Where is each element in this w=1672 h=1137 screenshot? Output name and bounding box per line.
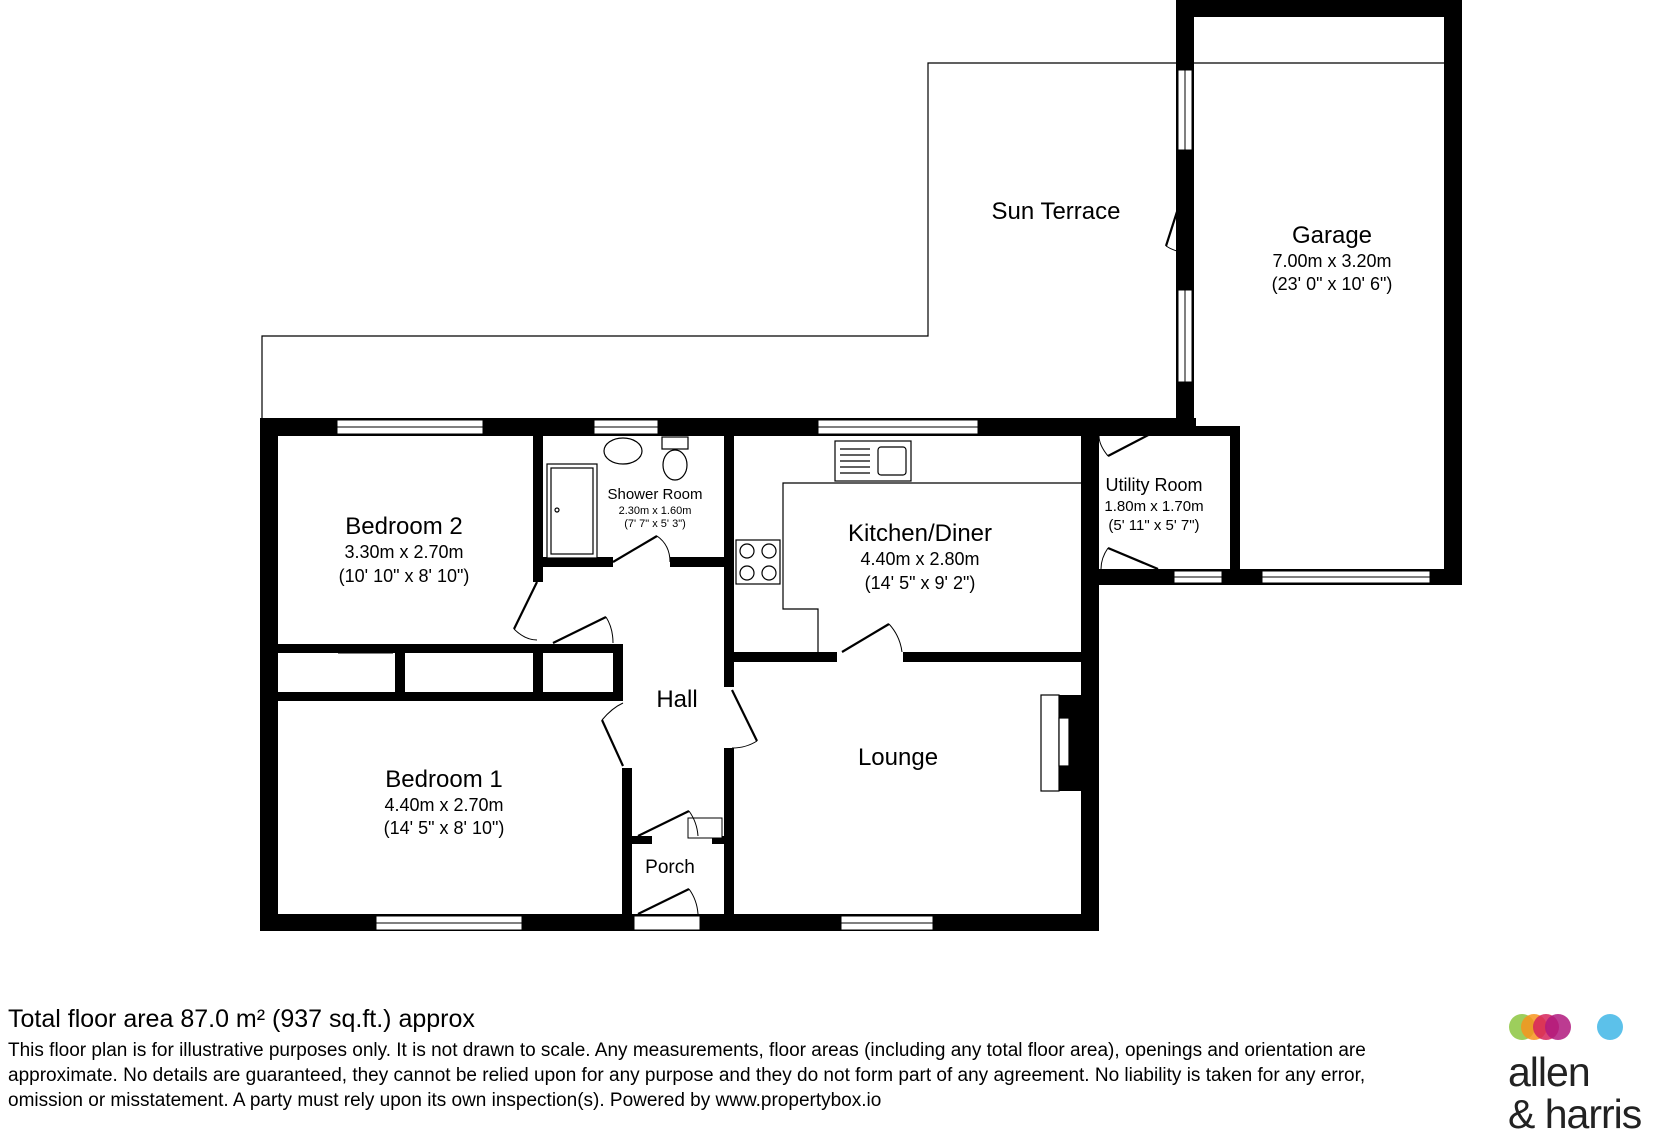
- bedroom1-name: Bedroom 1: [385, 766, 502, 793]
- fixtures: [284, 436, 1081, 792]
- shower-room-name: Shower Room: [607, 486, 702, 503]
- logo-dots: [1509, 1014, 1623, 1040]
- shower-room-imperial: (7' 7" x 5' 3"): [624, 518, 686, 530]
- logo-line2: & harris: [1508, 1091, 1642, 1137]
- floor-plan: Sun Terrace Garage 7.00m x 3.20m (23' 0"…: [260, 0, 1462, 931]
- basin: [603, 437, 643, 465]
- logo-line1: allen: [1508, 1049, 1591, 1095]
- fireplace: [1040, 694, 1060, 792]
- kitchen-metric: 4.40m x 2.80m: [860, 549, 979, 569]
- room-labels: Sun Terrace Garage 7.00m x 3.20m (23' 0"…: [339, 198, 1393, 878]
- hob: [735, 539, 781, 585]
- porch-name: Porch: [645, 857, 695, 878]
- bedroom2-name: Bedroom 2: [345, 513, 462, 540]
- toilet: [661, 436, 689, 450]
- footer: Total floor area 87.0 m² (937 sq.ft.) ap…: [8, 1004, 1408, 1113]
- hall-name: Hall: [656, 686, 697, 713]
- bedroom1-imperial: (14' 5" x 8' 10"): [384, 818, 505, 838]
- disclaimer-text: This floor plan is for illustrative purp…: [8, 1040, 1366, 1111]
- kitchen-name: Kitchen/Diner: [848, 520, 992, 547]
- logo-dot: [1545, 1014, 1571, 1040]
- shower-room-metric: 2.30m x 1.60m: [619, 505, 692, 517]
- house-walls: [260, 418, 1240, 931]
- kitchen-sink: [834, 440, 912, 482]
- lounge-name: Lounge: [858, 744, 938, 771]
- kitchen-worktop: [782, 482, 1081, 652]
- bedroom1-metric: 4.40m x 2.70m: [384, 795, 503, 815]
- door-swings: [513, 192, 1186, 915]
- total-floor-area: Total floor area 87.0 m² (937 sq.ft.) ap…: [8, 1005, 475, 1033]
- kitchen-imperial: (14' 5" x 9' 2"): [865, 573, 976, 593]
- allen-harris-logo: allen & harris: [1508, 1012, 1672, 1136]
- utility-metric: 1.80m x 1.70m: [1104, 498, 1203, 515]
- interior-walls: [278, 418, 1081, 930]
- garage-metric: 7.00m x 3.20m: [1272, 251, 1391, 271]
- wardrobe-doors: [284, 649, 532, 697]
- garage-name: Garage: [1292, 222, 1372, 249]
- sun-terrace-name: Sun Terrace: [992, 198, 1121, 225]
- bedroom2-metric: 3.30m x 2.70m: [344, 542, 463, 562]
- utility-name: Utility Room: [1105, 475, 1202, 495]
- utility-imperial: (5' 11" x 5' 7"): [1108, 517, 1199, 534]
- garage-imperial: (23' 0" x 10' 6"): [1272, 274, 1393, 294]
- shower-tray: [546, 463, 598, 559]
- windows: [336, 69, 1431, 931]
- sun-terrace-outline: [261, 62, 1446, 418]
- logo-dot: [1597, 1014, 1623, 1040]
- bedroom2-imperial: (10' 10" x 8' 10"): [339, 566, 470, 586]
